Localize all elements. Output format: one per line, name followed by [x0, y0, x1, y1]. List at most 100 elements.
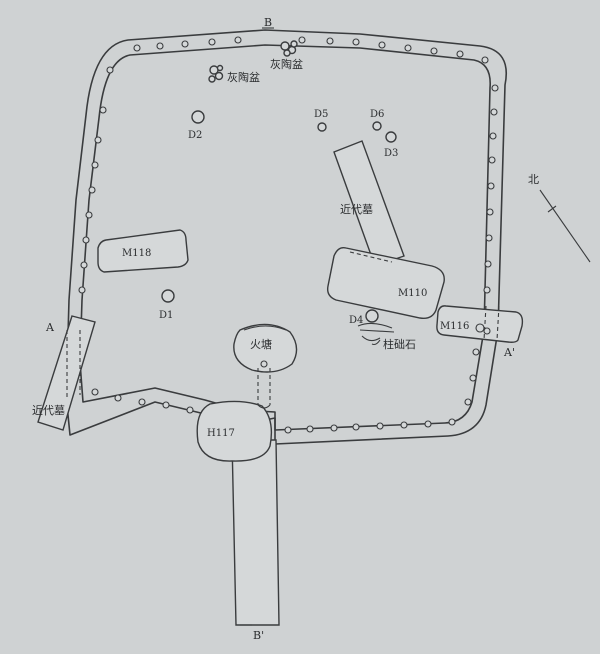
pillar-stone-outline	[359, 329, 395, 333]
post-hole	[78, 286, 86, 294]
corridor-outline	[231, 439, 280, 626]
post-hole-d2	[191, 110, 205, 124]
post-hole	[88, 186, 96, 194]
post-hole	[284, 426, 292, 434]
label-section-right: A'	[503, 346, 515, 359]
label-d6: D6	[370, 109, 384, 120]
post-hole	[464, 398, 472, 406]
pillar-stone	[357, 309, 395, 346]
post-hole	[91, 161, 99, 169]
shard	[280, 41, 290, 51]
north-arrow-line	[539, 189, 591, 263]
post-hole	[91, 388, 99, 396]
post-hole	[326, 37, 334, 45]
grave-m116	[436, 305, 524, 343]
grave-m110-outline	[326, 246, 445, 320]
post-hole	[400, 421, 408, 429]
post-hole-d3	[385, 131, 397, 143]
post-hole	[234, 36, 242, 44]
post-hole-d1	[161, 289, 175, 303]
post-hole	[99, 106, 107, 114]
pillar-stone-outline	[357, 322, 393, 329]
post-hole	[156, 42, 164, 50]
post-hole	[456, 50, 464, 58]
pillar-hole-d4	[365, 309, 379, 323]
post-holes	[78, 36, 499, 434]
hearth-rim	[243, 325, 287, 331]
label-modern-grave-1: 近代墓	[340, 203, 373, 216]
post-hole-d6	[372, 121, 382, 131]
post-hole	[448, 418, 456, 426]
post-hole	[133, 44, 141, 52]
modern-grave-top-outline	[333, 140, 405, 267]
label-h117: H117	[207, 428, 235, 439]
pottery-basin-1	[208, 64, 224, 83]
post-hole	[489, 132, 497, 140]
post-hole	[472, 348, 480, 356]
label-d2: D2	[188, 130, 202, 141]
post-hole	[487, 182, 495, 190]
label-modern-grave-2: 近代墓	[32, 404, 65, 417]
wall-trench-outer	[66, 29, 507, 445]
post-hole	[298, 36, 306, 44]
post-hole	[488, 156, 496, 164]
hearth-flue-end	[257, 404, 271, 409]
post-hole	[376, 422, 384, 430]
label-d4: D4	[349, 315, 363, 326]
post-hole	[378, 41, 386, 49]
post-hole	[352, 38, 360, 46]
wall-trench-inner	[79, 44, 491, 431]
hearth-outline	[233, 323, 298, 373]
wall-line-under-grave	[496, 305, 500, 341]
label-pot-2: 灰陶盆	[270, 57, 303, 71]
shard	[216, 64, 224, 72]
post-hole	[82, 236, 90, 244]
post-hole	[85, 211, 93, 219]
label-m110: M110	[398, 288, 427, 299]
hearth	[233, 323, 298, 409]
post-hole	[181, 40, 189, 48]
south-corridor	[231, 439, 280, 626]
post-hole	[306, 425, 314, 433]
post-hole	[404, 44, 412, 52]
post-hole	[484, 260, 492, 268]
grave-m110	[326, 246, 445, 320]
post-hole-d5	[317, 122, 327, 132]
shard	[283, 49, 291, 57]
post-hole	[491, 84, 499, 92]
post-hole	[94, 136, 102, 144]
post-hole	[106, 66, 114, 74]
wall-trench	[66, 29, 507, 445]
post-hole	[424, 420, 432, 428]
post-hole	[486, 208, 494, 216]
label-north: 北	[528, 173, 539, 186]
shard	[290, 40, 298, 48]
modern-grave-top	[333, 140, 405, 267]
pillar-stone-base	[361, 335, 381, 342]
label-pillar-stone: 柱础石	[383, 337, 416, 351]
modern-grave-left	[37, 315, 96, 431]
label-section-bottom: B'	[253, 629, 264, 642]
label-m116: M116	[440, 321, 469, 332]
pottery-basin-2	[280, 40, 298, 57]
post-hole	[162, 401, 170, 409]
post-hole	[80, 261, 88, 269]
label-hearth: 火塘	[250, 337, 272, 351]
post-hole	[490, 108, 498, 116]
label-m118: M118	[122, 248, 151, 259]
post-hole	[469, 374, 477, 382]
hearth-marker	[260, 360, 268, 368]
label-section-top: B	[264, 16, 272, 29]
post-hole	[352, 423, 360, 431]
wall-line-under-grave	[483, 305, 487, 341]
post-hole	[483, 327, 491, 335]
label-section-left: A	[45, 321, 55, 334]
post-holes-numbered	[161, 110, 397, 303]
grave-m118	[97, 229, 189, 273]
grave-m118-outline	[97, 229, 189, 273]
label-pot-1: 灰陶盆	[227, 70, 260, 84]
label-d5: D5	[314, 109, 328, 120]
pottery-basins	[208, 40, 298, 83]
